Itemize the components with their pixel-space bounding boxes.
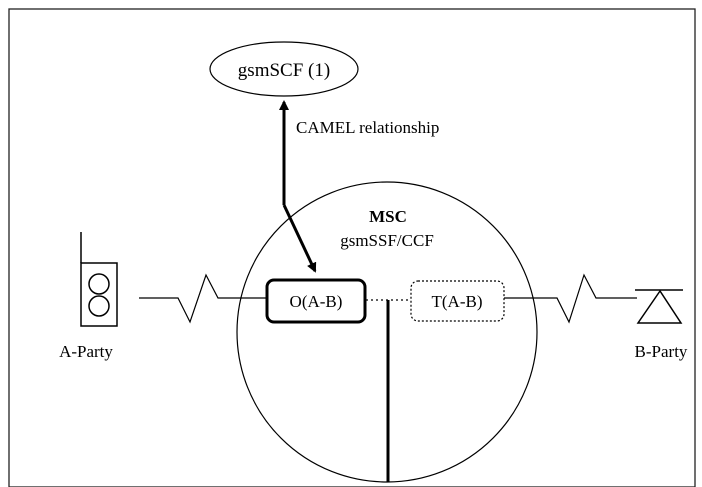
b-party-link	[504, 273, 637, 324]
camel-relationship-arrow	[279, 100, 317, 273]
a-party-link	[139, 273, 267, 324]
diagram-frame	[8, 8, 696, 487]
fixed-phone-icon	[635, 289, 683, 324]
mobile-phone-icon	[80, 232, 118, 327]
gsmscf-label: gsmSCF (1)	[238, 60, 330, 81]
t-ab-rect	[410, 280, 505, 322]
o-ab-box[interactable]: O(A-B)	[265, 278, 367, 324]
b-party-label: B-Party	[635, 342, 688, 361]
o-ab-label: O(A-B)	[290, 292, 343, 311]
gsmssf-ccf-label: gsmSSF/CCF	[340, 231, 434, 250]
t-ab-box[interactable]: T(A-B)	[410, 280, 505, 322]
gsmscf-node[interactable]: gsmSCF (1)	[209, 41, 359, 97]
a-party-label: A-Party	[59, 342, 113, 361]
camel-relationship-label: CAMEL relationship	[296, 118, 439, 137]
o-ab-rect	[265, 278, 367, 324]
t-ab-label: T(A-B)	[432, 292, 483, 311]
camel-arrow-diagonal	[282, 204, 317, 273]
msc-label: MSC	[369, 207, 407, 226]
gsmscf-ellipse	[209, 41, 359, 97]
